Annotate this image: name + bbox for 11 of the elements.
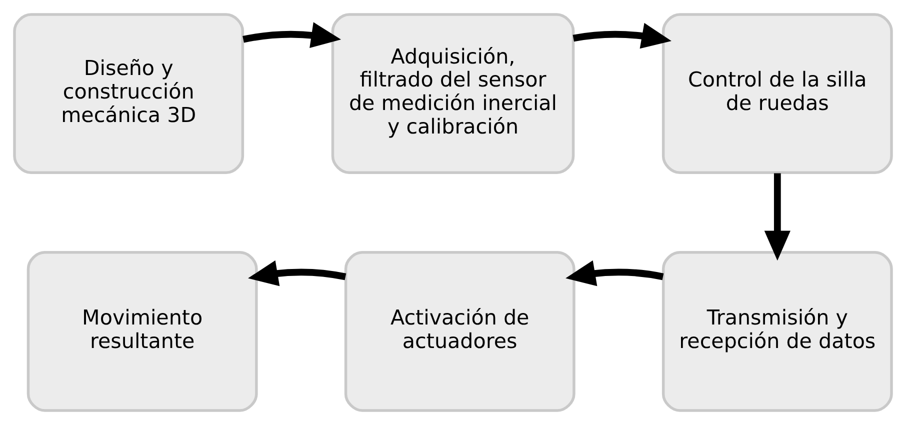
arrow bbox=[764, 173, 790, 261]
node-box: Activación de actuadores bbox=[344, 251, 575, 412]
arrow bbox=[565, 260, 664, 286]
arrow bbox=[572, 22, 671, 49]
arrow bbox=[242, 22, 341, 48]
node-box: Control de la silla de ruedas bbox=[661, 13, 892, 174]
node-box: Transmisión y recepción de datos bbox=[661, 251, 892, 412]
node-box: Movimiento resultante bbox=[26, 251, 258, 412]
node-box: Diseño y construcción mecánica 3D bbox=[12, 13, 244, 174]
node-box: Adquisición, filtrado del sensor de medición inercial y calibración bbox=[330, 13, 574, 174]
arrow bbox=[248, 260, 346, 286]
